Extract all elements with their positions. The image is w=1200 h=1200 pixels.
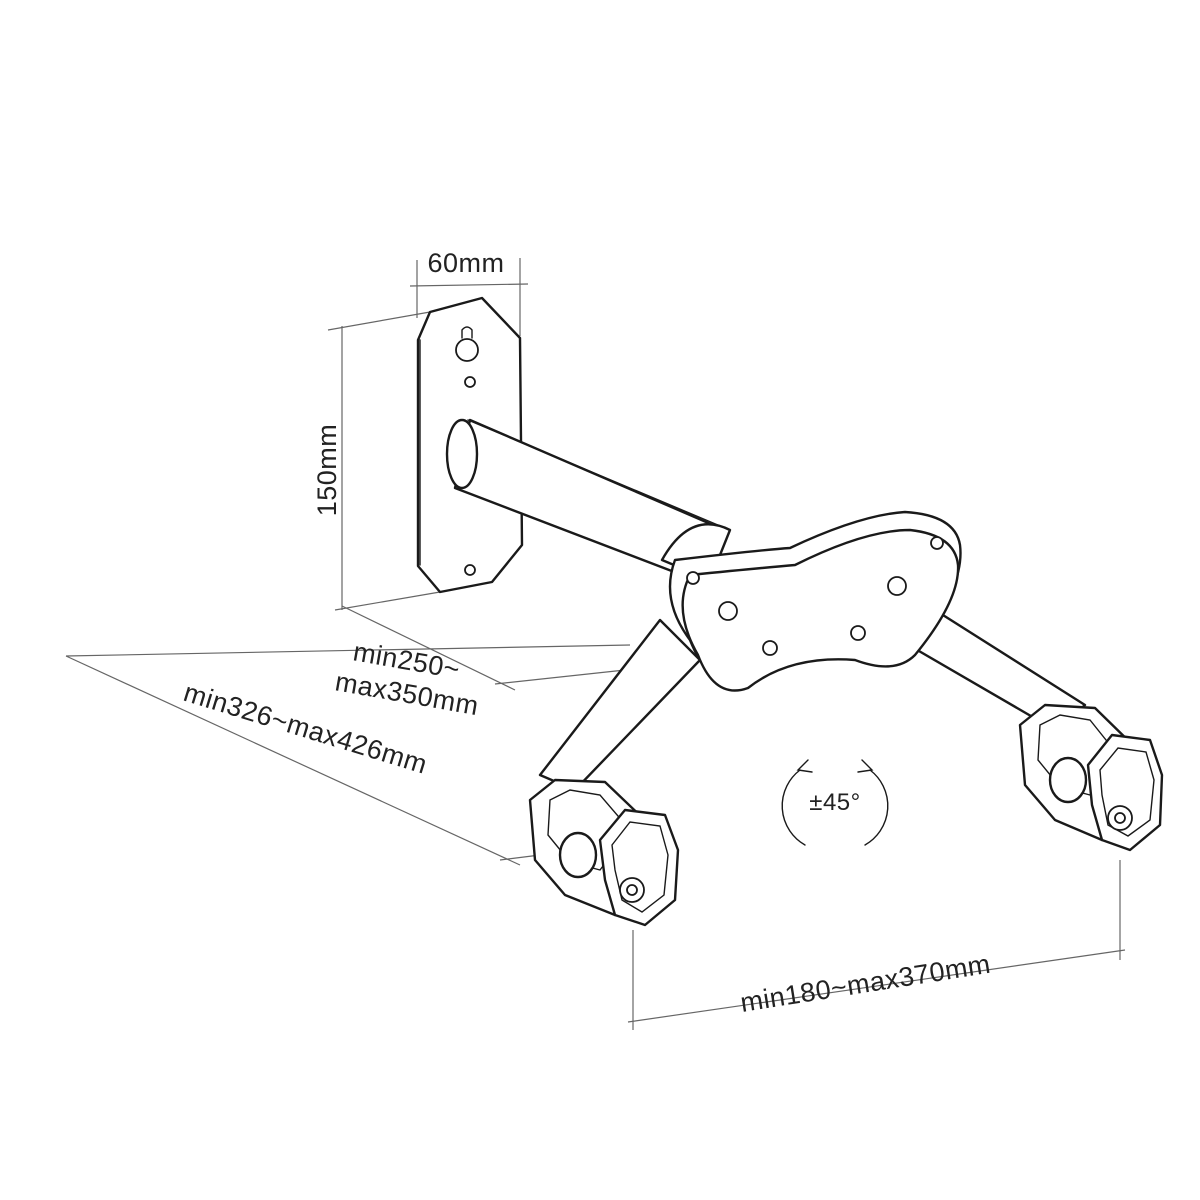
rotation-arc-left bbox=[781, 769, 806, 846]
plate-height-label: 150mm bbox=[312, 424, 342, 517]
bracket-hole-5 bbox=[762, 640, 778, 656]
rotation-arc-right bbox=[864, 769, 889, 846]
dimension-lines bbox=[65, 258, 1126, 1030]
right-clamp bbox=[1018, 703, 1164, 852]
plate-width-label: 60mm bbox=[427, 248, 504, 278]
left-clamp bbox=[528, 778, 680, 927]
bracket-hole-3 bbox=[718, 601, 738, 621]
screw-hole-top bbox=[464, 376, 476, 388]
bracket-hole-6 bbox=[850, 625, 866, 641]
rotation-symbol: ±45° bbox=[781, 759, 889, 846]
bracket-hole-1 bbox=[686, 571, 700, 585]
keyhole-icon bbox=[455, 326, 479, 362]
rotation-label: ±45° bbox=[809, 789, 860, 816]
x-bracket bbox=[538, 510, 1087, 792]
bracket-hole-4 bbox=[887, 576, 907, 596]
screw-hole-bottom bbox=[464, 564, 476, 576]
rotate-arrow-icon bbox=[796, 759, 813, 773]
bracket-hole-2 bbox=[930, 536, 944, 550]
clamp-span-label: min180~max370mm bbox=[738, 949, 992, 1018]
rotate-arrow-icon-right bbox=[857, 759, 874, 773]
